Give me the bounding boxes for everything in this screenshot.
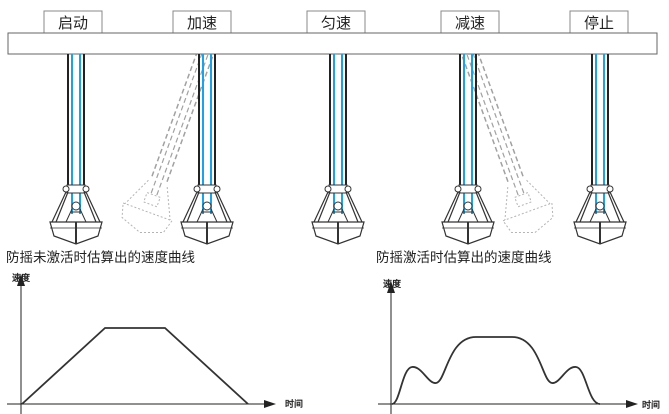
svg-text:启动: 启动	[58, 14, 88, 32]
svg-text:停止: 停止	[584, 14, 614, 32]
y-axis-label: 速度	[383, 278, 402, 290]
phase-label-accelerate: 加速	[172, 10, 232, 34]
y-axis-arrow	[387, 281, 395, 293]
grapple-stop	[573, 53, 627, 245]
phase-label-constant: 匀速	[306, 10, 366, 34]
phase-label-start: 启动	[43, 10, 103, 34]
phase-label-stop: 停止	[569, 10, 629, 34]
svg-text:减速: 减速	[455, 14, 485, 32]
x-axis-arrow	[264, 400, 276, 408]
caption-left: 防摇未激活时估算出的速度曲线	[6, 250, 195, 266]
y-axis-arrow	[17, 274, 25, 286]
svg-text:加速: 加速	[187, 14, 217, 32]
caption-right: 防摇激活时估算出的速度曲线	[376, 250, 552, 266]
svg-text:匀速: 匀速	[321, 14, 351, 32]
grapple-decelerate	[441, 53, 495, 245]
grapple-start	[49, 53, 103, 245]
x-axis-label: 时间	[642, 399, 660, 411]
phase-label-decelerate: 减速	[440, 10, 500, 34]
grapple-constant	[311, 53, 365, 245]
x-axis-label: 时间	[285, 398, 303, 410]
x-axis-arrow	[626, 400, 638, 408]
velocity-curve	[21, 327, 249, 405]
crane-beam	[7, 32, 658, 55]
velocity-curve	[391, 336, 601, 405]
chart-left: 速度 时间	[7, 272, 303, 414]
grapple-accelerate	[180, 53, 234, 245]
chart-right: 速度 时间	[378, 278, 660, 414]
y-axis-label: 速度	[12, 272, 31, 284]
